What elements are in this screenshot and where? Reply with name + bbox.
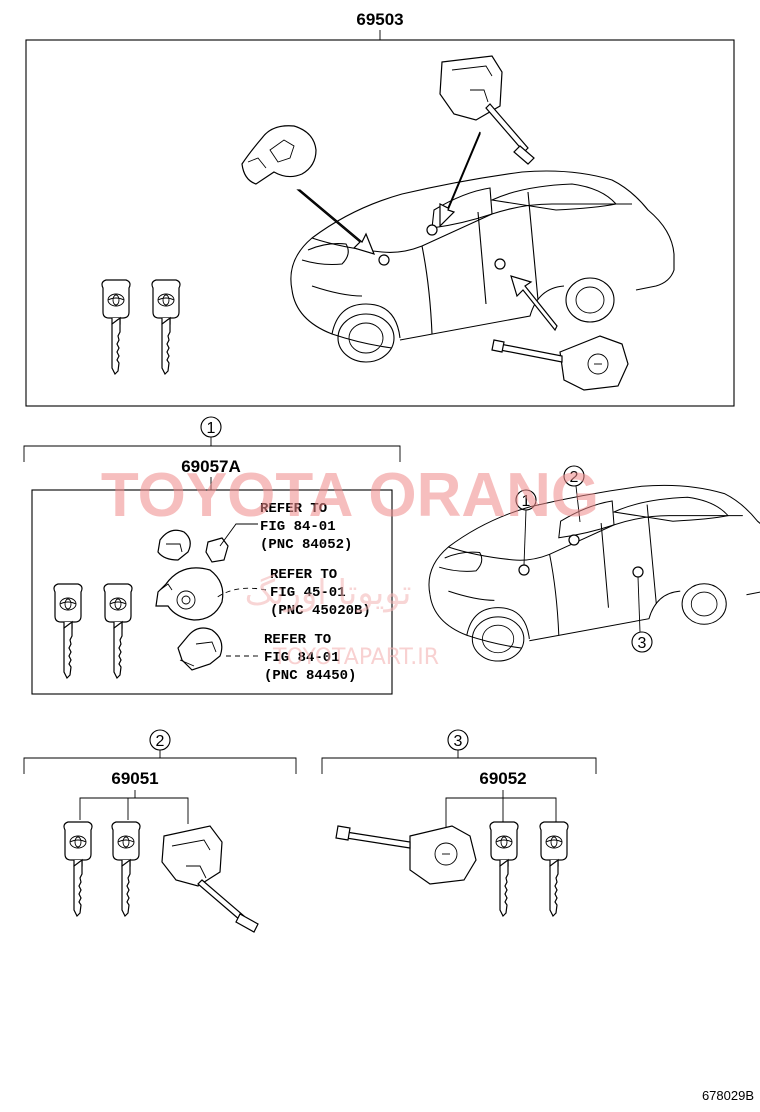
- switch-icon: [205, 537, 229, 563]
- callout-3: 3: [454, 733, 463, 750]
- ignition-cylinder-icon: [155, 567, 224, 621]
- refer-2-line1: REFER TO: [270, 567, 337, 583]
- door-lock-cylinder-icon: [439, 55, 535, 165]
- door-lock-cylinder-icon: [161, 825, 259, 933]
- key-icon: [63, 821, 93, 917]
- refer-2-line3: (PNC 45020B): [270, 603, 371, 619]
- main-kit-part-number: 69503: [356, 10, 403, 29]
- kit-1-frame: [31, 489, 393, 695]
- key-icon: [103, 583, 133, 679]
- watermark-url: TOYOTAPART.IR: [272, 645, 439, 670]
- refer-3-line2: FIG 84-01: [264, 650, 340, 666]
- kit-1-part-number: 69057A: [181, 457, 241, 476]
- key-icon: [101, 279, 131, 375]
- kit-3-part-number: 69052: [479, 769, 526, 788]
- watermark-persian: تویوتا اورنگ: [245, 573, 412, 613]
- key-cylinder-icon: [177, 627, 223, 671]
- key-icon: [539, 821, 569, 917]
- car-callout-1: 1: [522, 493, 531, 510]
- car-callout-3: 3: [638, 635, 647, 652]
- watermark-main: TOYOTA ORANG: [101, 461, 599, 530]
- key-icon: [489, 821, 519, 917]
- figure-id: 678029B: [702, 1088, 754, 1103]
- ignition-cylinder-icon: [241, 125, 317, 185]
- refer-3-line3: (PNC 84450): [264, 668, 356, 684]
- refer-2-line2: FIG 45-01: [270, 585, 346, 601]
- lock-housing-icon: [157, 529, 191, 561]
- door-lock-cylinder-icon: [335, 825, 477, 885]
- callout-2: 2: [156, 733, 165, 750]
- refer-1-line2: FIG 84-01: [260, 519, 336, 535]
- refer-1-line1: REFER TO: [260, 501, 327, 517]
- refer-1-line3: (PNC 84052): [260, 537, 352, 553]
- car-illustration: [290, 170, 675, 363]
- refer-3-line1: REFER TO: [264, 632, 331, 648]
- door-lock-cylinder-icon: [491, 335, 629, 391]
- main-kit-frame: [25, 39, 735, 407]
- key-icon: [151, 279, 181, 375]
- key-icon: [53, 583, 83, 679]
- callout-1: 1: [207, 420, 216, 437]
- key-icon: [111, 821, 141, 917]
- kit-2-part-number: 69051: [111, 769, 158, 788]
- car-callout-2: 2: [570, 469, 579, 486]
